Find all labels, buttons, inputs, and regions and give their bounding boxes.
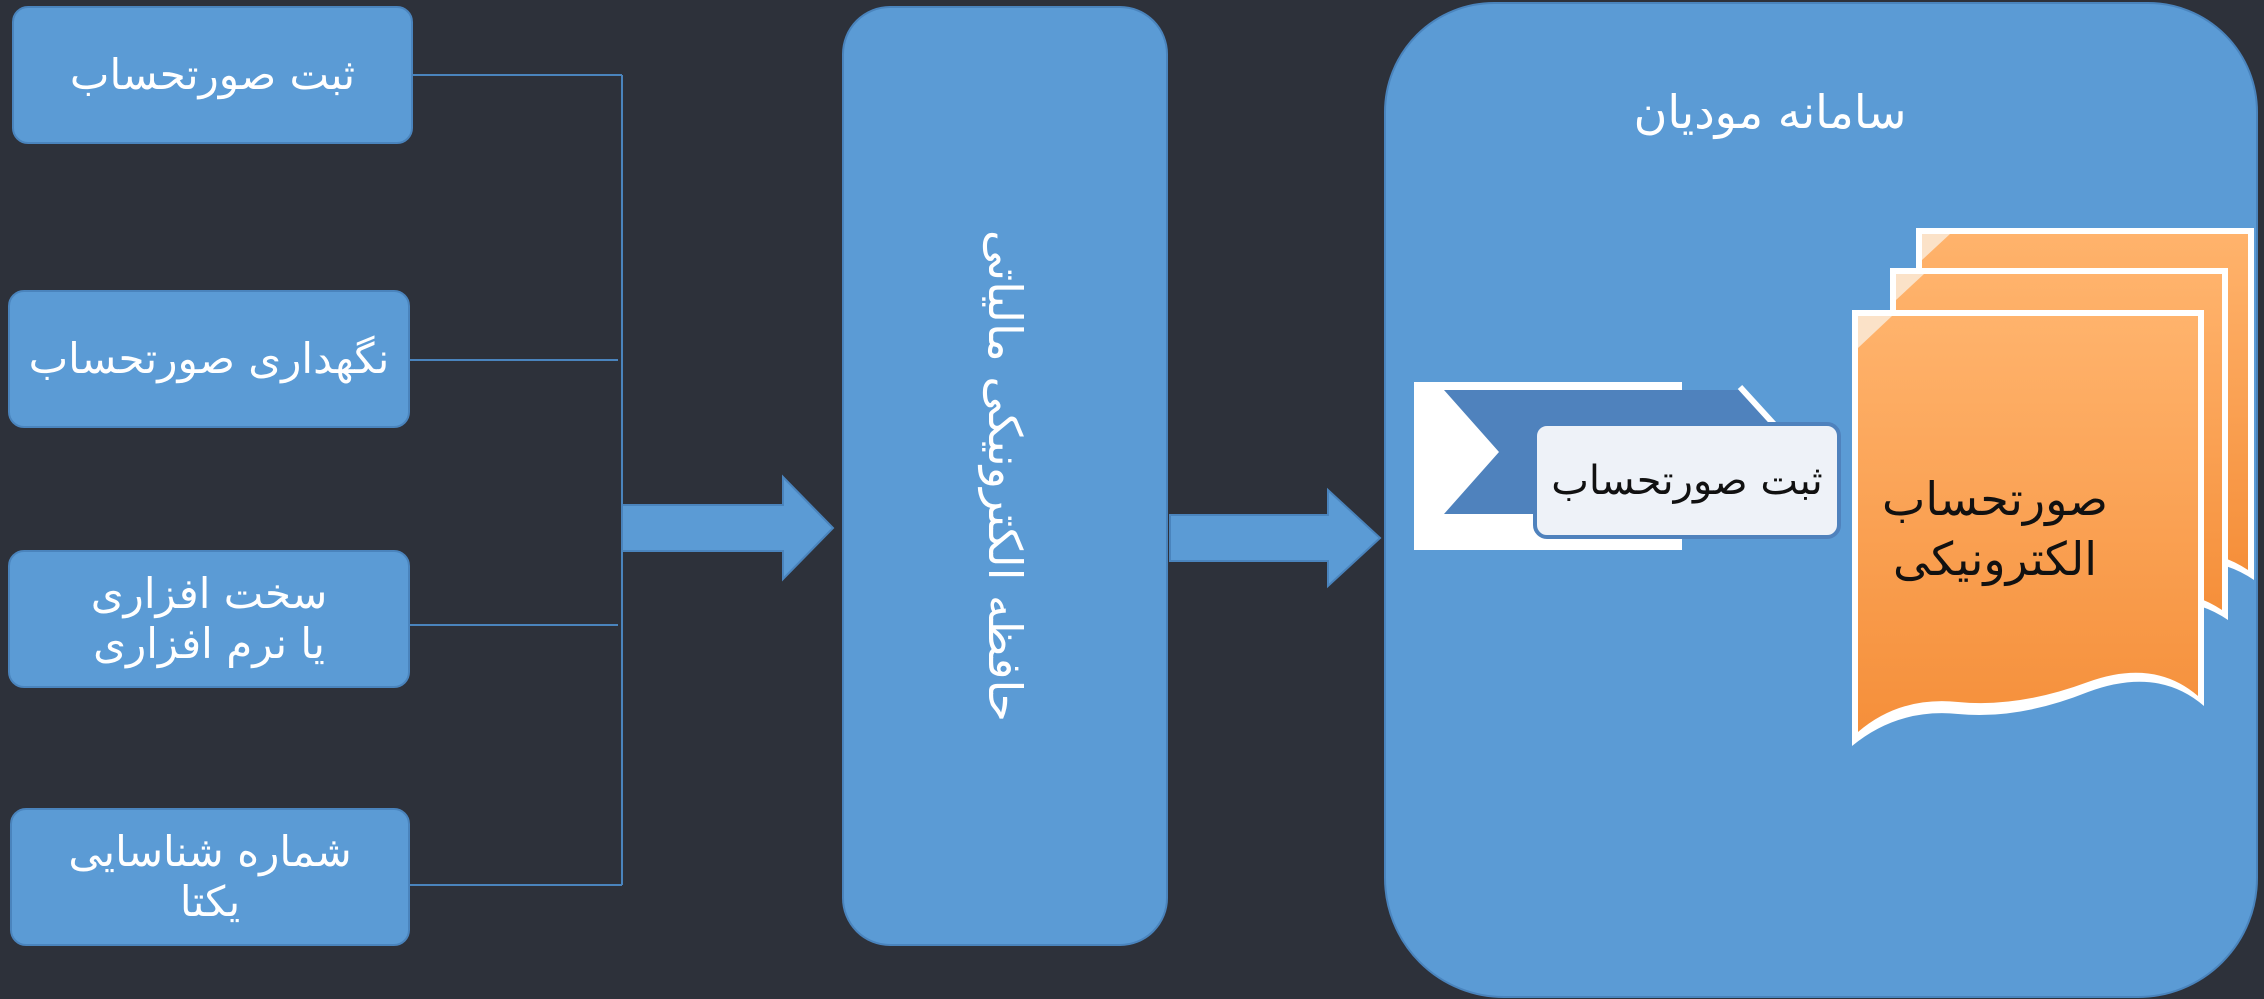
left-box-unique-id: شماره شناسایی یکتا — [10, 808, 410, 946]
left-box-label: ثبت صورتحساب — [69, 49, 356, 99]
right-arrow-icon — [621, 474, 835, 582]
tax-electronic-memory-label: حافظه الکترونیکی مالیاتی — [978, 230, 1032, 722]
tax-electronic-memory-box: حافظه الکترونیکی مالیاتی — [842, 6, 1168, 946]
left-box-register-invoice: ثبت صورتحساب — [12, 6, 413, 144]
left-box-keep-invoice: نگهداری صورتحساب — [8, 290, 410, 428]
left-box-hardware-software: سخت افزاری یا نرم افزاری — [8, 550, 410, 688]
electronic-invoice-label: صورتحساب الکترونیکی — [1882, 472, 2108, 586]
left-box-label: شماره شناسایی یکتا — [68, 826, 352, 926]
right-arrow-icon — [1169, 487, 1382, 589]
register-invoice-label: ثبت صورتحساب — [1533, 422, 1841, 539]
left-box-label: نگهداری صورتحساب — [28, 333, 390, 383]
left-box-label: سخت افزاری یا نرم افزاری — [90, 568, 328, 668]
taxpayer-system-title: سامانه مودیان — [1633, 85, 1907, 139]
stacked-documents-icon — [1852, 228, 2254, 746]
